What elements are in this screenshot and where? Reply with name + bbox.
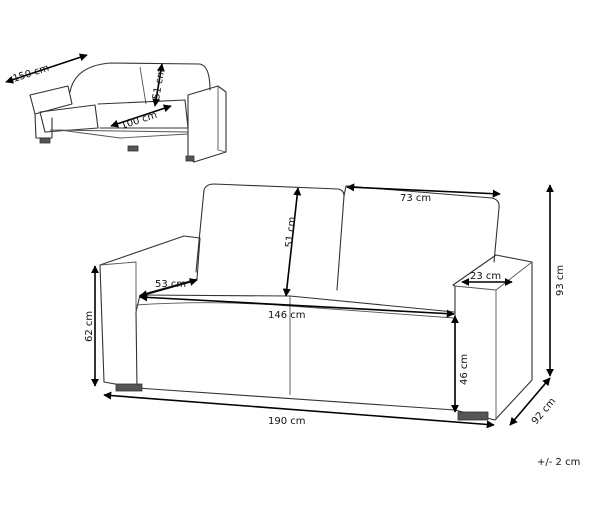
sofa-dimensions: 51 cm 73 cm 53 cm 23 cm 146 cm 62 cm 93 … — [84, 183, 566, 429]
total-depth-label: 92 cm — [530, 396, 558, 427]
backrest-height-label: 51 cm — [284, 216, 298, 248]
sofa-bed-illustration — [29, 62, 227, 163]
arm-height-label: 62 cm — [84, 311, 95, 342]
sofa-bed-backrest-label: 51 cm — [151, 68, 167, 101]
sofa-bed-width-label: 150 cm — [12, 63, 51, 85]
total-height-label: 93 cm — [555, 265, 566, 296]
seat-height-label: 46 cm — [459, 354, 470, 385]
tolerance-note: +/- 2 cm — [537, 457, 580, 468]
armrest-width-label: 23 cm — [470, 271, 501, 282]
seat-width-label: 146 cm — [268, 310, 306, 321]
total-width-label: 190 cm — [268, 416, 306, 427]
seat-depth-label: 53 cm — [155, 279, 186, 290]
back-cushion-width-label: 73 cm — [400, 193, 431, 204]
sofa-bed-dimensions: 150 cm 100 cm 51 cm — [5, 53, 172, 132]
